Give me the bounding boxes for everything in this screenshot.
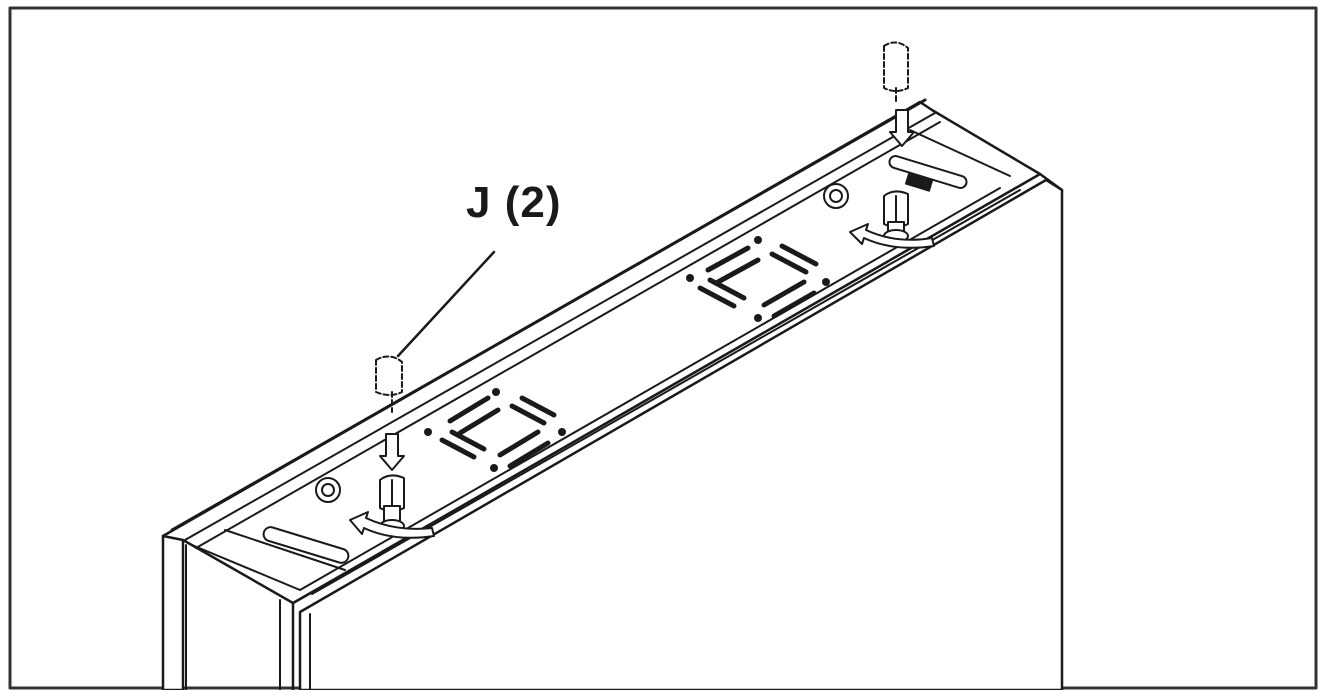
- right-slot: [888, 155, 968, 189]
- left-slot: [262, 526, 350, 564]
- top-rear-rim: [170, 98, 927, 532]
- cabinet-front-panel: [298, 178, 1064, 690]
- left-screw-boss-outer: [315, 477, 341, 503]
- top-recess-right-edge: [909, 129, 1011, 177]
- cabinet-side-panel: [161, 528, 185, 690]
- left-down-arrow: [379, 433, 405, 471]
- right-vent-grille: [697, 243, 819, 319]
- left-key-dashed: [375, 355, 403, 413]
- right-key-dashed: [883, 41, 909, 103]
- top-recess-front-edge: [191, 187, 1001, 591]
- left-vent-grille: [439, 395, 557, 469]
- right-rotation-arrow: [849, 223, 935, 249]
- callout-leader-line: [396, 250, 496, 358]
- top-recess-left-edge: [224, 529, 346, 571]
- right-down-arrow: [889, 109, 915, 147]
- left-vent-holes: [424, 388, 566, 472]
- top-recess-front-edge2: [311, 189, 1021, 595]
- left-rotation-arrow: [349, 511, 435, 539]
- top-rear-rim-inner2: [195, 121, 941, 549]
- left-screw-boss-inner: [321, 483, 335, 497]
- callout-label-j: J (2): [466, 178, 562, 227]
- right-screw-boss-outer: [823, 183, 849, 209]
- top-rear-rim-inner: [184, 112, 936, 541]
- right-vent-holes: [686, 236, 830, 322]
- right-screw-boss-inner: [829, 189, 843, 203]
